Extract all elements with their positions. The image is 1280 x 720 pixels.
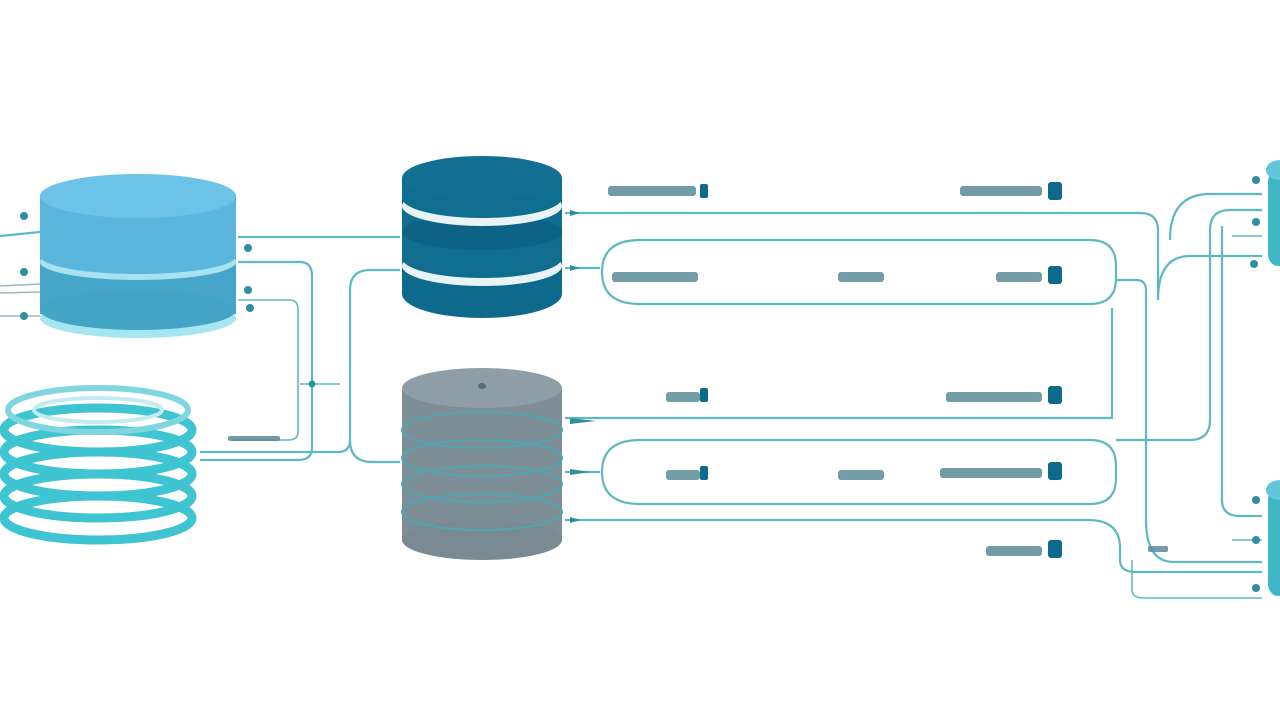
illegible-label: [666, 392, 700, 402]
illegible-label: [666, 470, 700, 480]
connector-dot-icon: [1252, 176, 1260, 184]
connector-right-bus-6: [1131, 560, 1262, 599]
illegible-label: [940, 468, 1042, 478]
connector-arrow-icon: [570, 517, 580, 523]
lock-icon: [700, 388, 708, 402]
illegible-label: [986, 546, 1042, 556]
database-icon: [40, 174, 236, 338]
lock-icon: [700, 184, 708, 198]
connector-right-bus-4: [1168, 192, 1262, 241]
connector-dark-top-run: [565, 211, 1160, 300]
connector-dot-icon: [20, 212, 28, 220]
illegible-label: [228, 436, 280, 441]
connector-stack-to-gray-2: [348, 439, 400, 464]
connector-arrow-icon: [570, 418, 596, 424]
connector-right-bus-5: [1220, 226, 1262, 518]
database-icon: [401, 368, 563, 560]
connector-arrow-icon: [570, 210, 580, 216]
connector-dot-icon: [244, 244, 252, 252]
illegible-label: [946, 392, 1042, 402]
connector-dot-icon: [1252, 218, 1260, 226]
database-icon: [1266, 160, 1280, 266]
connector-gray-top-run: [565, 308, 1114, 420]
illegible-label: [1148, 546, 1168, 552]
connector-arrow-icon: [570, 469, 590, 475]
illegible-label: [608, 186, 696, 196]
illegible-label: [838, 470, 884, 480]
database-icon: [1266, 480, 1280, 596]
connector-light-to-stack: [200, 260, 314, 462]
illegible-label: [996, 272, 1042, 282]
storage-stack-icon: [0, 385, 197, 545]
lock-icon: [1048, 386, 1062, 404]
database-icon: [402, 156, 562, 318]
connector-dot-icon: [1252, 496, 1260, 504]
illegible-label-marks: [228, 186, 1168, 556]
connector-dot-icon: [1252, 584, 1260, 592]
lock-icon: [1048, 462, 1062, 480]
connector-left-stub-2: [0, 283, 41, 287]
connector-right-bus-1: [1116, 208, 1262, 442]
connector-left-stub-1: [0, 230, 41, 238]
connector-light-to-stack-2: [232, 299, 299, 441]
label-lock-icons: [700, 182, 1062, 558]
connector-dot-icon: [308, 380, 316, 388]
lock-icon: [700, 466, 708, 480]
lock-icon: [1048, 266, 1062, 284]
connector-left-stub-3: [0, 291, 41, 294]
connector-dots: [20, 176, 1260, 592]
connector-dark-loop-outer: [1116, 278, 1148, 520]
connector-dot-icon: [244, 286, 252, 294]
connector-stack-to-gray: [200, 268, 400, 454]
illegible-label: [960, 186, 1042, 196]
connector-arrow-icon: [570, 265, 580, 271]
connector-dot-icon: [20, 312, 28, 320]
connector-right-bus-3: [1144, 519, 1262, 564]
connector-dot-icon: [246, 304, 254, 312]
connector-right-bus-2: [1156, 254, 1262, 301]
connector-gray-bottom-run: [565, 518, 1262, 574]
connector-dot-icon: [1252, 536, 1260, 544]
lock-icon: [1048, 182, 1062, 200]
connector-dot-icon: [1250, 260, 1258, 268]
connector-dot-icon: [20, 268, 28, 276]
lock-icon: [1048, 540, 1062, 558]
illegible-label: [838, 272, 884, 282]
illegible-label: [612, 272, 698, 282]
